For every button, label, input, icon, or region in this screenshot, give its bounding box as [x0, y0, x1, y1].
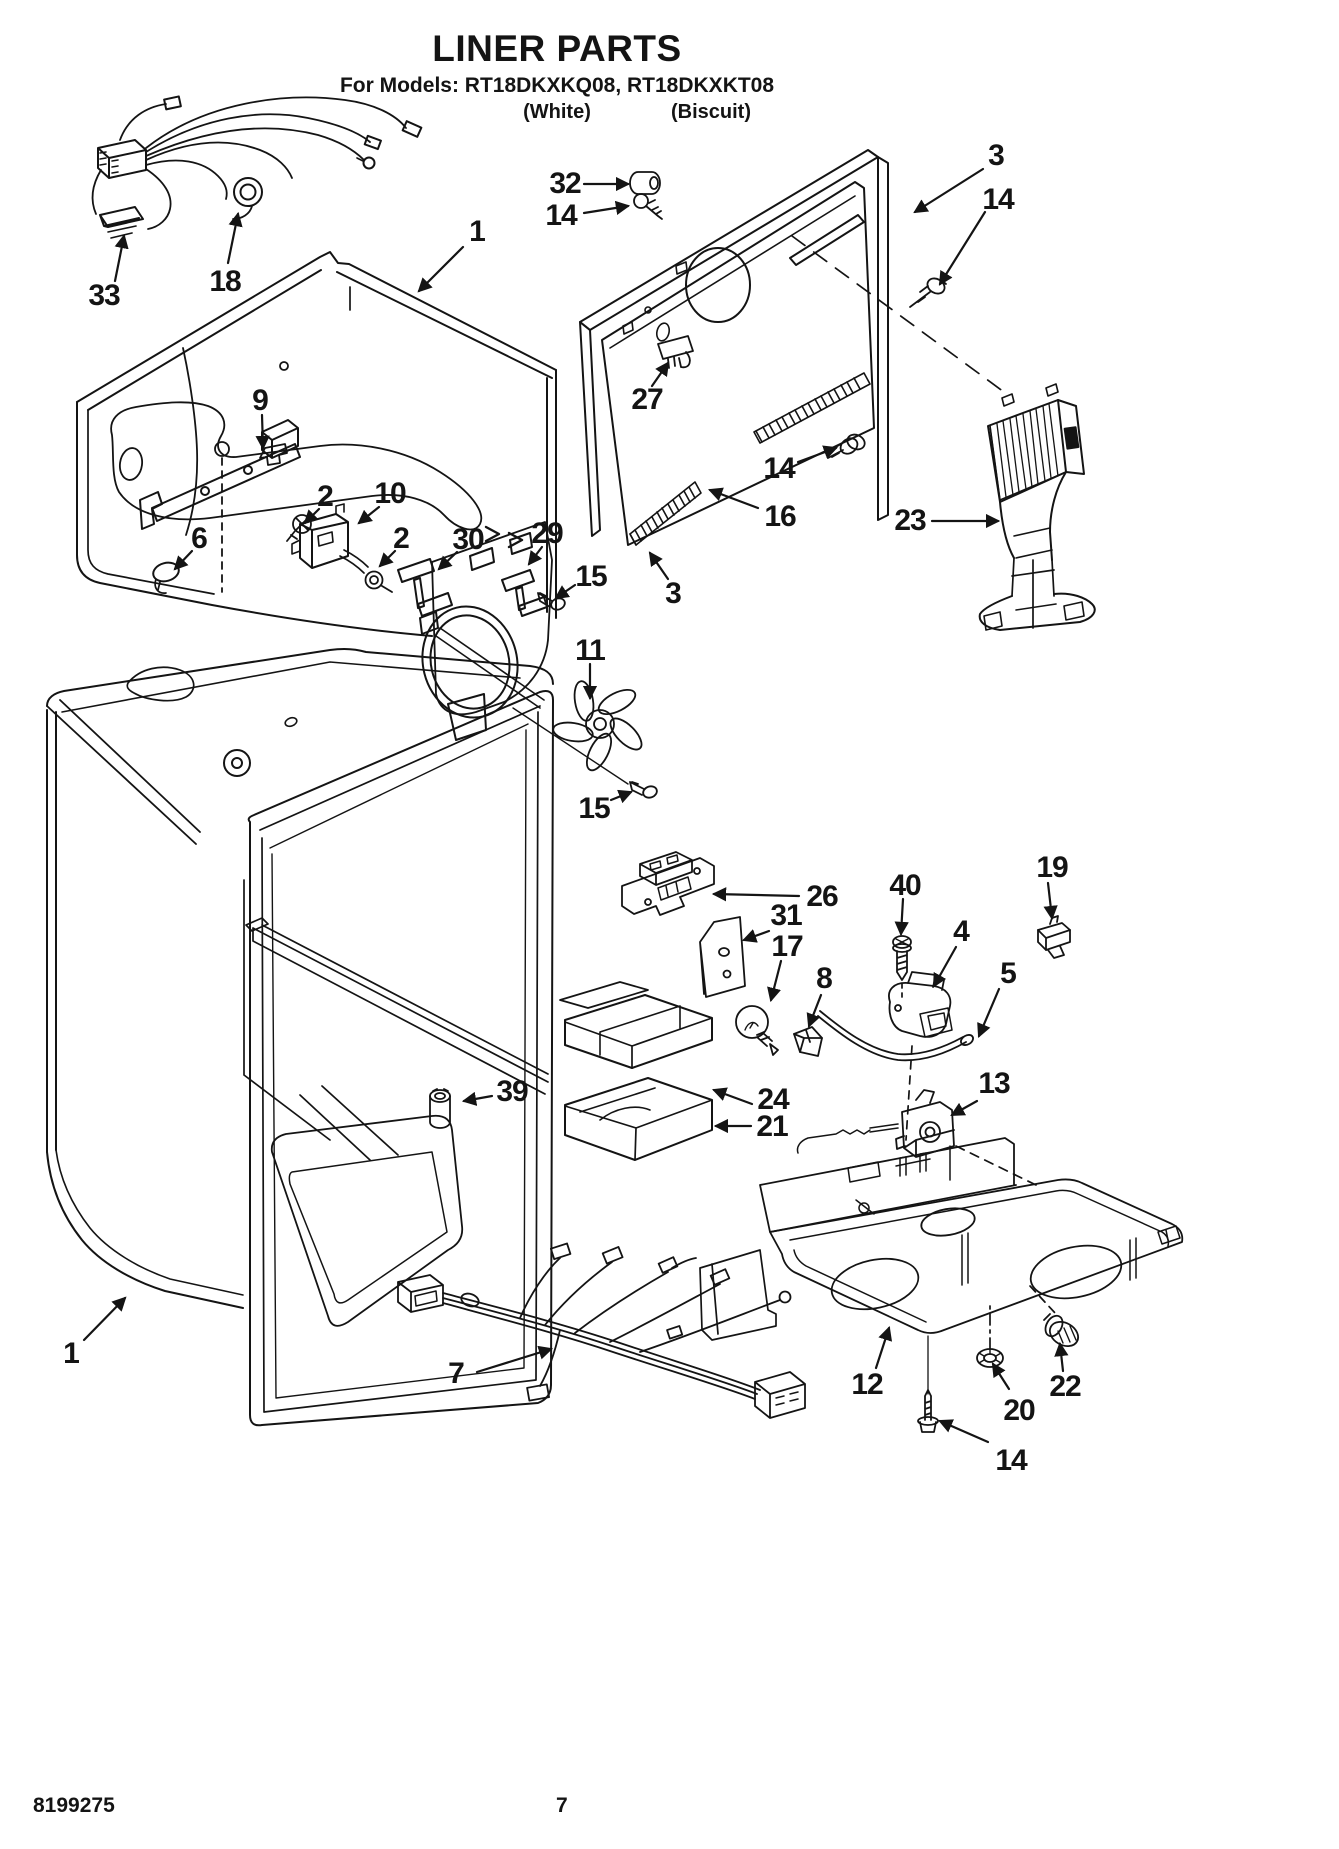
page-title: LINER PARTS [432, 28, 682, 69]
callout-3-top: 3 [988, 139, 1005, 172]
callout-14-b: 14 [982, 183, 1014, 216]
knob-22 [1042, 1313, 1082, 1351]
clip-8 [794, 1027, 822, 1056]
light-switch-26 [622, 852, 714, 915]
callout-5: 5 [1000, 957, 1017, 990]
wire-harness-7 [398, 1242, 805, 1418]
callout-2-b: 2 [393, 522, 410, 555]
damper-10 [292, 504, 368, 573]
callout-2-a: 2 [317, 480, 334, 513]
panel-frame-3 [580, 150, 888, 536]
control-housing-12 [700, 1138, 1182, 1340]
vent-grille-16 [630, 482, 701, 545]
air-tower-23 [980, 384, 1095, 630]
nut-20 [977, 1349, 1003, 1367]
screw-15b [630, 782, 658, 799]
callout-3-bottom: 3 [665, 577, 682, 610]
finish-white: (White) [523, 101, 591, 123]
nut-2b [366, 572, 393, 593]
callout-27: 27 [631, 383, 663, 416]
grommet-32 [630, 172, 660, 194]
document-number: 8199275 [33, 1794, 115, 1817]
model-numbers: For Models: RT18DKXKQ08, RT18DKXKT08 [339, 74, 775, 97]
callout-11: 11 [575, 634, 606, 667]
callout-14-a: 14 [545, 199, 577, 232]
vent-grille-right [754, 373, 870, 443]
callout-32: 32 [549, 167, 581, 200]
screw-40 [893, 936, 911, 980]
lower-liner-1 [47, 649, 553, 1425]
construction-lines [792, 236, 1056, 1350]
bracket-30 [398, 559, 452, 616]
callout-10: 10 [374, 477, 406, 510]
callout-30: 30 [452, 523, 484, 556]
callout-20: 20 [1003, 1394, 1035, 1427]
callout-40: 40 [889, 869, 921, 902]
cover-plate-31 [700, 917, 745, 997]
evaporator-panel [602, 182, 874, 545]
callout-19: 19 [1036, 851, 1068, 884]
callout-16: 16 [764, 500, 796, 533]
wire-harness-33-18 [93, 95, 423, 238]
callout-22: 22 [1049, 1370, 1081, 1403]
callout-18: 18 [209, 265, 241, 298]
screw-14a [634, 194, 662, 219]
chevron-marks [486, 527, 522, 547]
motor-4 [889, 972, 952, 1037]
callout-29: 29 [531, 517, 563, 550]
callout-14-c: 14 [763, 452, 795, 485]
tube-5 [818, 1011, 975, 1060]
page-number: 7 [556, 1794, 568, 1817]
callout-17: 17 [771, 930, 803, 963]
callout-39: 39 [496, 1075, 528, 1108]
callout-12: 12 [851, 1368, 883, 1401]
callout-1-bottom: 1 [63, 1337, 80, 1370]
callout-9: 9 [252, 384, 269, 417]
screw-14c [828, 432, 867, 458]
callout-14-d: 14 [995, 1444, 1027, 1477]
callout-23: 23 [894, 504, 926, 537]
finish-biscuit: (Biscuit) [671, 101, 751, 123]
drain-tube-39 [430, 1089, 450, 1128]
foam-duct-21 [565, 1078, 712, 1160]
callout-4: 4 [953, 915, 970, 948]
callout-13: 13 [978, 1067, 1010, 1100]
callout-15-b: 15 [578, 792, 610, 825]
fan-blade-11 [513, 680, 647, 784]
foam-duct-24 [560, 982, 712, 1068]
liner-back-wall [111, 362, 481, 592]
callout-33: 33 [88, 279, 120, 312]
callout-31: 31 [770, 899, 802, 932]
callout-15-a: 15 [575, 560, 607, 593]
callout-1-top: 1 [469, 215, 486, 248]
callout-7: 7 [448, 1357, 465, 1390]
callout-24: 24 [757, 1083, 789, 1116]
callout-21: 21 [756, 1110, 788, 1143]
callout-8: 8 [816, 962, 833, 995]
callout-26: 26 [806, 880, 838, 913]
thermostat-13 [797, 1090, 954, 1157]
callout-6: 6 [191, 522, 208, 555]
screw-14d [918, 1336, 938, 1432]
bracket-9 [140, 420, 300, 529]
light-bulb-17 [736, 1006, 778, 1055]
upper-liner-1 [77, 252, 556, 636]
clip-19 [1038, 916, 1070, 958]
leader-arrows [84, 169, 1069, 1442]
bracket-29 [502, 570, 547, 616]
plug-6 [151, 560, 181, 593]
